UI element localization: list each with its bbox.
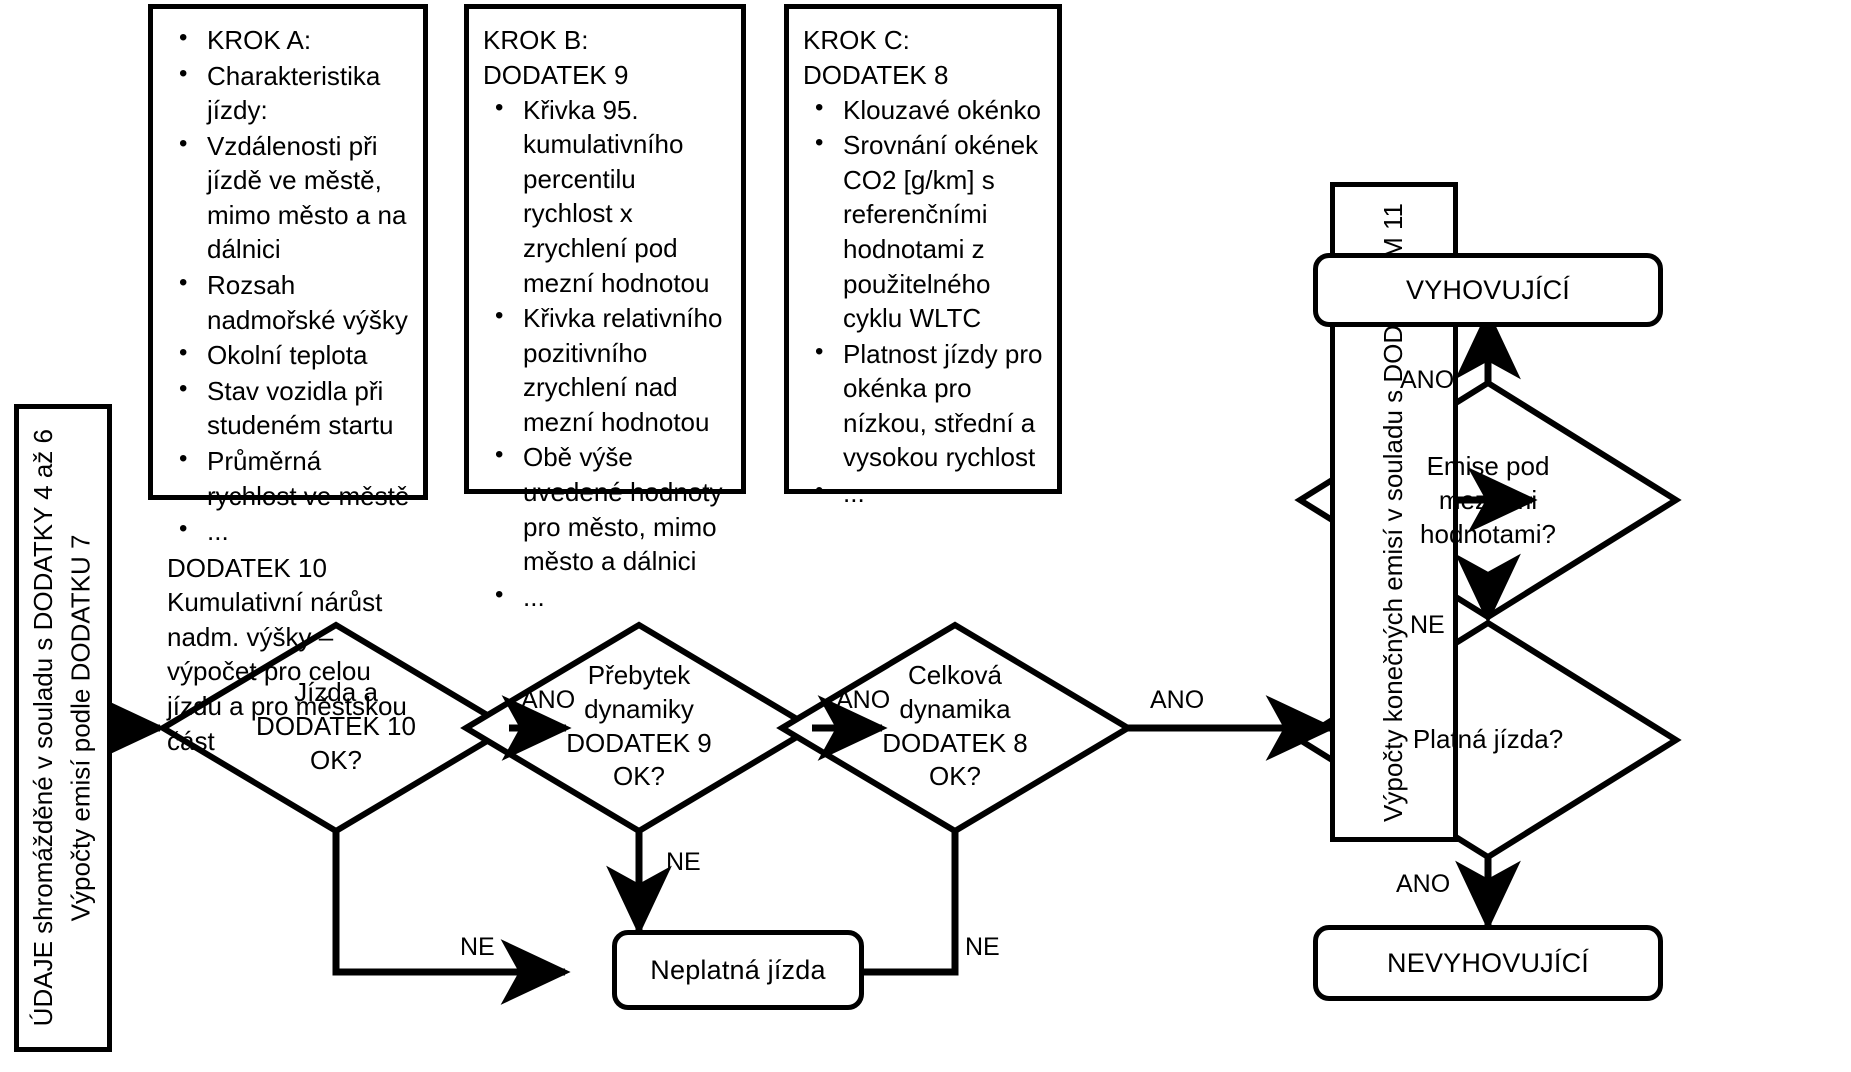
list-item: Platnost jízdy pro okénka pro nízkou, st… bbox=[803, 336, 1047, 475]
edge-label-ne-2: NE bbox=[666, 848, 701, 876]
list-item: ... bbox=[803, 475, 1047, 511]
diamond-celkova-dynamika bbox=[776, 621, 1134, 835]
list-item: Stav vozidla při studeném startu bbox=[167, 373, 413, 443]
step-b-list: Křivka 95. kumulativního percentilu rych… bbox=[483, 92, 731, 615]
list-item: Průměrná rychlost ve městě bbox=[167, 443, 413, 513]
step-c-header: KROK C: DODATEK 8 bbox=[803, 25, 949, 90]
input-data-box[interactable]: ÚDAJE shromážděné v souladu s DODATKY 4 … bbox=[14, 404, 112, 1052]
list-item: Rozsah nadmořské výšky bbox=[167, 267, 413, 337]
step-b-header: KROK B: DODATEK 9 bbox=[483, 25, 629, 90]
step-a-tail: DODATEK 10 Kumulativní nárůst nadm. výšk… bbox=[167, 552, 407, 756]
terminal-label: NEVYHOVUJÍCÍ bbox=[1387, 947, 1589, 978]
list-item: Charakteristika jízdy: bbox=[167, 58, 413, 128]
edge-label-ne-3: NE bbox=[965, 933, 1000, 961]
terminal-label: VYHOVUJÍCÍ bbox=[1405, 274, 1571, 305]
list-item: Obě výše uvedené hodnoty pro město, mimo… bbox=[483, 439, 731, 578]
terminal-nevyhovujici[interactable]: NEVYHOVUJÍCÍ bbox=[1313, 925, 1663, 1001]
list-item: Srovnání okének CO2 [g/km] s referenčním… bbox=[803, 127, 1047, 335]
step-a-list: KROK A: Charakteristika jízdy: Vzdálenos… bbox=[167, 22, 413, 549]
decision-label-celkova-dynamika: Celková dynamika DODATEK 8 OK? bbox=[882, 660, 1028, 792]
step-box-krok-c[interactable]: KROK C: DODATEK 8 Klouzavé okénko Srovná… bbox=[784, 4, 1062, 508]
edge-label-ne-1: NE bbox=[460, 933, 495, 961]
edge-label-ano-1: ANO bbox=[521, 686, 576, 714]
list-item: Křivka 95. kumulativního percentilu rych… bbox=[483, 92, 731, 300]
list-item: Vzdálenosti při jízdě ve městě, mimo měs… bbox=[167, 128, 413, 267]
terminal-neplatna-jizda[interactable]: Neplatná jízda bbox=[612, 930, 864, 1010]
terminal-label: Neplatná jízda bbox=[650, 954, 826, 985]
step-box-krok-a[interactable]: KROK A: Charakteristika jízdy: Vzdálenos… bbox=[148, 4, 428, 756]
terminal-vyhovujici[interactable]: VYHOVUJÍCÍ bbox=[1313, 253, 1663, 327]
list-item: ... bbox=[483, 579, 731, 615]
step-box-krok-b[interactable]: KROK B: DODATEK 9 Křivka 95. kumulativní… bbox=[464, 4, 746, 612]
list-item: Klouzavé okénko bbox=[803, 92, 1047, 128]
edge-label-ano-platna: ANO bbox=[1396, 870, 1451, 898]
diamond-prebytek-dynamiky bbox=[460, 621, 818, 835]
edge-label-ano-2: ANO bbox=[836, 686, 891, 714]
list-item: ... bbox=[167, 513, 413, 549]
list-item: KROK A: bbox=[167, 22, 413, 58]
list-item: Křivka relativního pozitivního zrychlení… bbox=[483, 300, 731, 439]
edge-label-ano-emise: ANO bbox=[1400, 366, 1455, 394]
list-item: Okolní teplota bbox=[167, 337, 413, 373]
input-data-label: ÚDAJE shromážděné v souladu s DODATKY 4 … bbox=[28, 429, 96, 1027]
edge-label-ano-3: ANO bbox=[1150, 686, 1205, 714]
edge-label-ne-emise: NE bbox=[1410, 611, 1445, 639]
step-c-list: Klouzavé okénko Srovnání okének CO2 [g/k… bbox=[803, 92, 1047, 511]
decision-label-prebytek-dynamiky: Přebytek dynamiky DODATEK 9 OK? bbox=[566, 660, 712, 792]
